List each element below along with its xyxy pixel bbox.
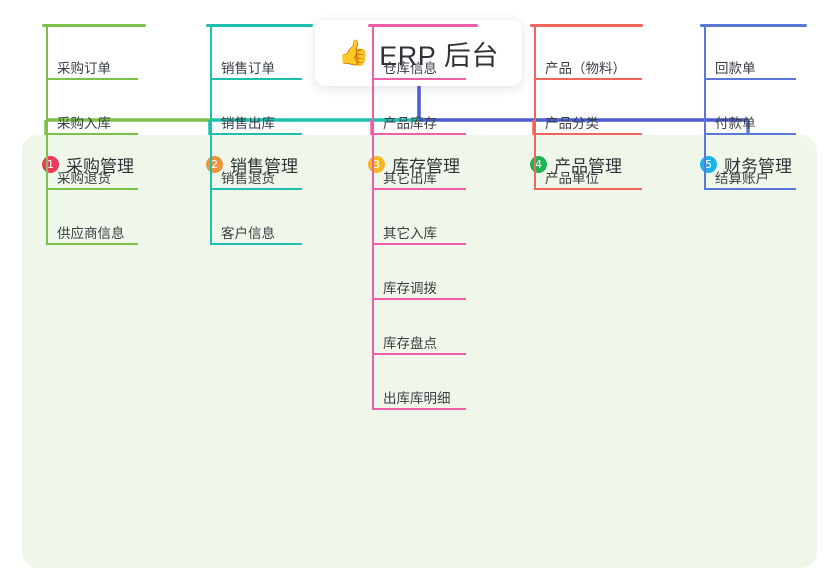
leaf-item[interactable]: 客户信息	[221, 226, 275, 241]
leaf-item[interactable]: 出库库明细	[383, 391, 451, 406]
leaf-rule	[534, 133, 642, 135]
leaf-rule	[210, 188, 302, 190]
leaf-rule	[372, 298, 466, 300]
leaf-rule	[46, 133, 138, 135]
leaf-rule	[210, 78, 302, 80]
leaf-rule	[372, 188, 466, 190]
root-node[interactable]: 👍 ERP 后台	[315, 20, 522, 86]
leaf-item[interactable]: 回款单	[715, 61, 756, 76]
branch-header-rule-5	[700, 24, 807, 27]
leaf-item[interactable]: 供应商信息	[57, 226, 125, 241]
leaf-item[interactable]: 产品分类	[545, 116, 599, 131]
leaf-item[interactable]: 库存盘点	[383, 336, 437, 351]
branch-stem-5	[704, 26, 706, 188]
branch-stem-3	[372, 26, 374, 408]
leaf-item[interactable]: 采购订单	[57, 61, 111, 76]
leaf-rule	[704, 78, 796, 80]
root-node-content: 👍 ERP 后台	[338, 34, 499, 73]
leaf-item[interactable]: 付款单	[715, 116, 756, 131]
leaf-rule	[372, 353, 466, 355]
branch-title-1: 采购管理	[66, 157, 134, 176]
branch-header-rule-2	[206, 24, 313, 27]
leaf-rule	[704, 188, 796, 190]
root-title: ERP 后台	[379, 40, 499, 71]
leaf-rule	[46, 188, 138, 190]
leaf-item[interactable]: 销售退货	[221, 171, 275, 186]
leaf-rule	[210, 243, 302, 245]
leaf-rule	[46, 78, 138, 80]
leaf-item[interactable]: 销售订单	[221, 61, 275, 76]
leaf-item[interactable]: 产品（物料）	[545, 61, 626, 76]
leaf-rule	[372, 408, 466, 410]
leaf-rule	[704, 133, 796, 135]
leaf-item[interactable]: 产品库存	[383, 116, 437, 131]
leaf-rule	[372, 133, 466, 135]
leaf-rule	[46, 243, 138, 245]
branch-title-4: 产品管理	[554, 157, 622, 176]
branch-title-5: 财务管理	[724, 157, 792, 176]
leaf-item[interactable]: 仓库信息	[383, 61, 437, 76]
leaf-rule	[534, 188, 642, 190]
leaf-item[interactable]: 其它出库	[383, 171, 437, 186]
branch-stem-4	[534, 26, 536, 188]
leaf-item[interactable]: 采购入库	[57, 116, 111, 131]
leaf-rule	[372, 78, 466, 80]
thumbs-up-icon: 👍	[338, 38, 370, 67]
leaf-item[interactable]: 其它入库	[383, 226, 437, 241]
leaf-item[interactable]: 销售出库	[221, 116, 275, 131]
leaf-item[interactable]: 采购退货	[57, 171, 111, 186]
branch-header-rule-3	[368, 24, 478, 27]
branch-title-3: 库存管理	[392, 157, 460, 176]
branches-panel	[22, 135, 817, 568]
leaf-item[interactable]: 库存调拨	[383, 281, 437, 296]
leaf-rule	[210, 133, 302, 135]
leaf-rule	[534, 78, 642, 80]
leaf-rule	[372, 243, 466, 245]
branch-title-2: 销售管理	[230, 157, 298, 176]
branch-header-rule-4	[530, 24, 643, 27]
leaf-item[interactable]: 产品单位	[545, 171, 599, 186]
leaf-item[interactable]: 结算账户	[715, 171, 769, 186]
branch-header-rule-1	[42, 24, 146, 27]
